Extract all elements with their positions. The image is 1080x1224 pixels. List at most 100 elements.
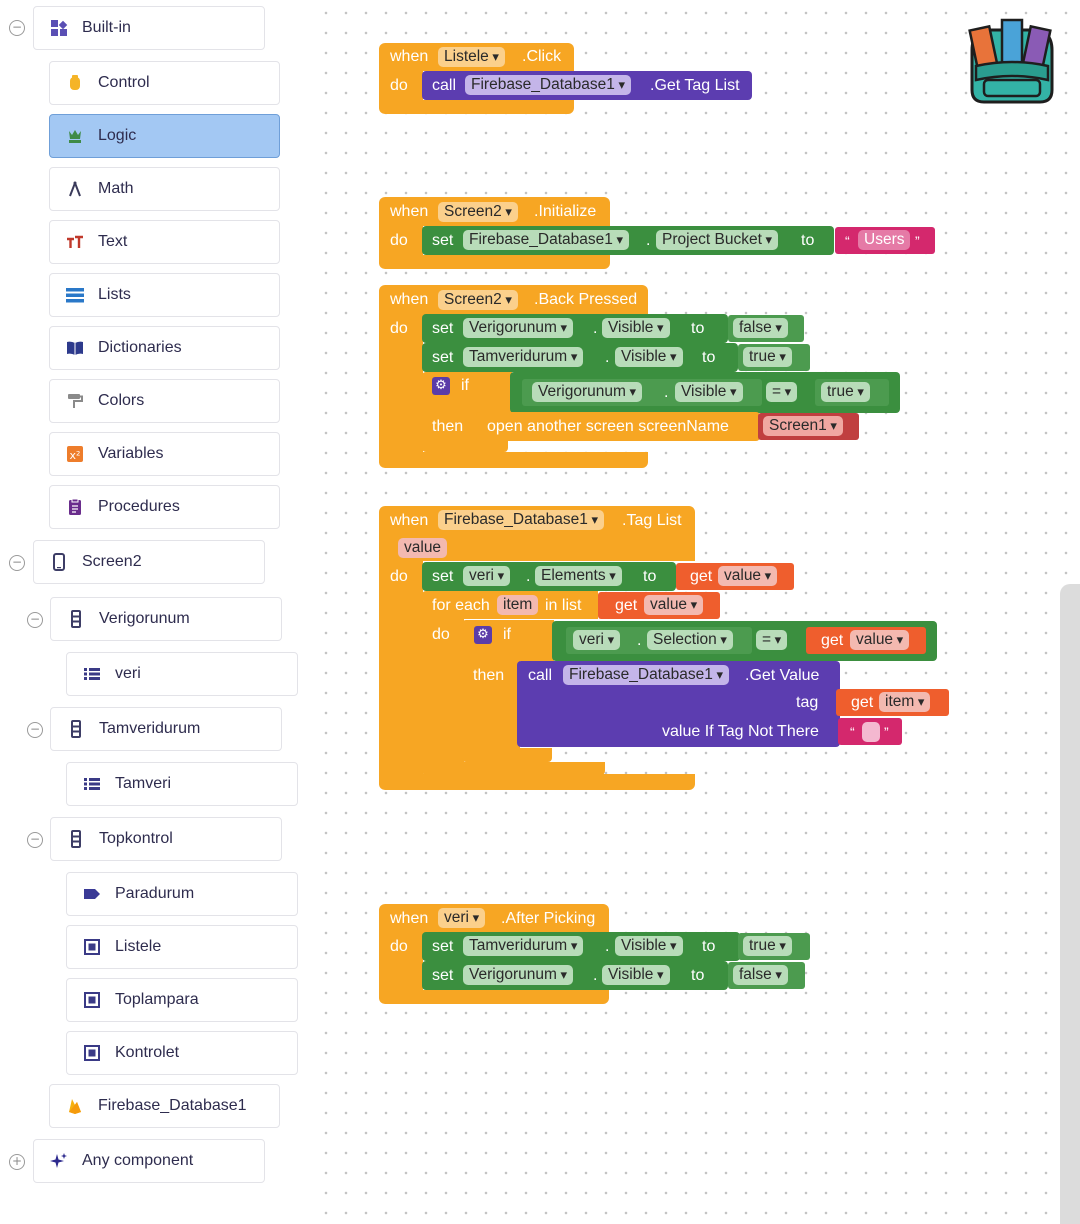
event-parameter[interactable]: value — [398, 538, 448, 558]
property-dropdown[interactable]: Visible — [602, 965, 670, 985]
backpack-icon[interactable] — [962, 10, 1062, 106]
component-dropdown[interactable]: Tamveridurum — [463, 347, 584, 367]
event-name: .Click — [522, 48, 562, 65]
property-dropdown[interactable]: Visible — [615, 936, 683, 956]
to-keyword: to — [691, 967, 705, 984]
component-dropdown[interactable]: Listele — [438, 47, 505, 67]
loop-variable[interactable]: item — [497, 595, 539, 615]
lists-icon — [66, 286, 84, 304]
button-component-icon — [83, 1044, 101, 1062]
sidebar-item-label: Logic — [98, 127, 137, 144]
gear-icon[interactable]: ⚙ — [432, 377, 450, 395]
collapse-verigorunum-toggle[interactable]: − — [27, 612, 43, 628]
component-dropdown[interactable]: Verigorunum — [463, 965, 574, 985]
do-keyword: do — [390, 938, 408, 955]
set-keyword: set — [432, 349, 454, 366]
text-string-field[interactable] — [862, 722, 880, 742]
tree-item-tamveridurum[interactable]: Tamveridurum — [50, 707, 282, 751]
open-quote: “ — [845, 233, 850, 249]
tree-item-kontrolet[interactable]: Kontrolet — [66, 1031, 298, 1075]
collapse-builtin-toggle[interactable]: − — [9, 20, 25, 36]
component-dropdown[interactable]: veri — [573, 630, 621, 650]
sidebar-item-control[interactable]: Control — [49, 61, 280, 105]
component-dropdown[interactable]: veri — [463, 566, 511, 586]
tree-item-label: Paradurum — [115, 885, 195, 902]
component-dropdown[interactable]: Screen2 — [438, 290, 518, 310]
for-each-keyword: for each — [432, 597, 490, 614]
variable-dropdown[interactable]: value — [850, 630, 910, 650]
call-keyword: call — [432, 77, 457, 94]
workspace-scrollbar[interactable] — [1060, 584, 1080, 1224]
property-dropdown[interactable]: Visible — [602, 318, 670, 338]
to-keyword: to — [702, 938, 716, 955]
sidebar-item-text[interactable]: Text — [49, 220, 280, 264]
colors-icon — [66, 392, 84, 410]
sidebar-item-variables[interactable]: x² Variables — [49, 432, 280, 476]
variable-dropdown[interactable]: item — [879, 692, 931, 712]
get-keyword: get — [690, 568, 713, 585]
variable-dropdown[interactable]: value — [644, 595, 704, 615]
expand-any-component-toggle[interactable]: + — [9, 1154, 25, 1170]
collapse-screen-toggle[interactable]: − — [9, 555, 25, 571]
component-dropdown[interactable]: Verigorunum — [463, 318, 574, 338]
method-name: .Get Value — [745, 667, 820, 684]
gear-icon[interactable]: ⚙ — [474, 626, 492, 644]
open-another-screen-block[interactable] — [476, 412, 760, 441]
tree-item-toplampara[interactable]: Toplampara — [66, 978, 298, 1022]
do-keyword: do — [390, 568, 408, 585]
sidebar-item-lists[interactable]: Lists — [49, 273, 280, 317]
dot-separator: . — [664, 384, 669, 401]
collapse-tamveridurum-toggle[interactable]: − — [27, 722, 43, 738]
tree-item-verigorunum[interactable]: Verigorunum — [50, 597, 282, 641]
dot-separator: . — [593, 967, 598, 984]
component-dropdown[interactable]: Verigorunum — [532, 382, 643, 402]
boolean-dropdown[interactable]: false — [733, 318, 788, 338]
sidebar-item-procedures[interactable]: Procedures — [49, 485, 280, 529]
property-dropdown[interactable]: Project Bucket — [656, 230, 779, 250]
variable-dropdown[interactable]: value — [718, 566, 778, 586]
tree-item-label: veri — [115, 665, 141, 682]
collapse-topkontrol-toggle[interactable]: − — [27, 832, 43, 848]
if-keyword: if — [461, 377, 469, 394]
component-dropdown[interactable]: Screen2 — [438, 202, 518, 222]
tree-item-topkontrol[interactable]: Topkontrol — [50, 817, 282, 861]
tree-item-builtin[interactable]: Built-in — [33, 6, 265, 50]
dot-separator: . — [605, 938, 610, 955]
firebase-icon — [66, 1097, 84, 1115]
tree-item-any-component[interactable]: Any component — [33, 1139, 265, 1183]
tree-item-tamveri[interactable]: Tamveri — [66, 762, 298, 806]
component-dropdown[interactable]: Firebase_Database1 — [438, 510, 605, 530]
sidebar-item-colors[interactable]: Colors — [49, 379, 280, 423]
tree-item-screen2[interactable]: Screen2 — [33, 540, 265, 584]
when-keyword: when — [390, 48, 429, 65]
property-dropdown[interactable]: Selection — [647, 630, 733, 650]
property-dropdown[interactable]: Elements — [535, 566, 622, 586]
text-string-field[interactable]: Users — [858, 230, 911, 250]
tree-item-veri[interactable]: veri — [66, 652, 298, 696]
tree-item-paradurum[interactable]: Paradurum — [66, 872, 298, 916]
component-dropdown[interactable]: Firebase_Database1 — [463, 230, 630, 250]
boolean-dropdown[interactable]: true — [743, 936, 792, 956]
event-name: .Back Pressed — [534, 291, 638, 308]
tree-item-firebase-database1[interactable]: Firebase_Database1 — [49, 1084, 280, 1128]
operator-dropdown[interactable]: = — [756, 630, 788, 650]
boolean-dropdown[interactable]: true — [821, 382, 870, 402]
set-keyword: set — [432, 320, 454, 337]
sidebar-item-dictionaries[interactable]: Dictionaries — [49, 326, 280, 370]
boolean-dropdown[interactable]: true — [743, 347, 792, 367]
component-dropdown[interactable]: Firebase_Database1 — [563, 665, 730, 685]
component-dropdown[interactable]: veri — [438, 908, 486, 928]
boolean-dropdown[interactable]: false — [733, 965, 788, 985]
operator-dropdown[interactable]: = — [766, 382, 798, 402]
sidebar-item-math[interactable]: Math — [49, 167, 280, 211]
call-keyword: call — [528, 667, 553, 684]
screen-dropdown[interactable]: Screen1 — [763, 416, 843, 436]
component-dropdown[interactable]: Firebase_Database1 — [465, 75, 632, 95]
tree-item-label: Tamveridurum — [99, 720, 201, 737]
property-dropdown[interactable]: Visible — [675, 382, 743, 402]
sidebar-item-logic[interactable]: Logic — [49, 114, 280, 158]
property-dropdown[interactable]: Visible — [615, 347, 683, 367]
tree-item-label: Listele — [115, 938, 162, 955]
component-dropdown[interactable]: Tamveridurum — [463, 936, 584, 956]
tree-item-listele[interactable]: Listele — [66, 925, 298, 969]
